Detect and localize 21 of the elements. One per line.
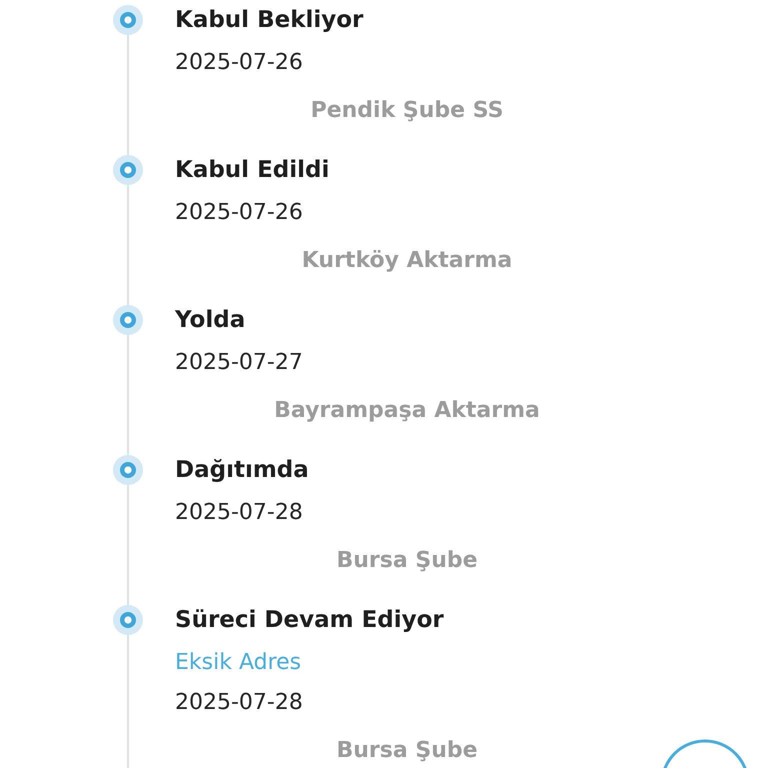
location-label: Bursa Şube xyxy=(336,547,478,575)
location-label: Kurtköy Aktarma xyxy=(302,247,512,275)
location-label: Bursa Şube xyxy=(336,737,478,765)
timeline-dot xyxy=(113,305,143,335)
timeline-dot xyxy=(113,605,143,635)
status-title: Dağıtımda xyxy=(175,456,309,484)
status-title: Yolda xyxy=(175,306,246,334)
date-text: 2025-07-28 xyxy=(175,499,303,527)
status-note: Eksik Adres xyxy=(175,649,302,677)
timeline-dot xyxy=(113,5,143,35)
date-text: 2025-07-28 xyxy=(175,689,303,717)
date-text: 2025-07-26 xyxy=(175,49,303,77)
date-text: 2025-07-26 xyxy=(175,199,303,227)
status-title: Süreci Devam Ediyor xyxy=(175,606,444,634)
status-title: Kabul Bekliyor xyxy=(175,6,364,34)
location-label: Bayrampaşa Aktarma xyxy=(274,397,540,425)
timeline-dot xyxy=(113,155,143,185)
timeline-dot xyxy=(113,455,143,485)
date-text: 2025-07-27 xyxy=(175,349,303,377)
status-title: Kabul Edildi xyxy=(175,156,330,184)
location-label: Pendik Şube SS xyxy=(310,97,504,125)
